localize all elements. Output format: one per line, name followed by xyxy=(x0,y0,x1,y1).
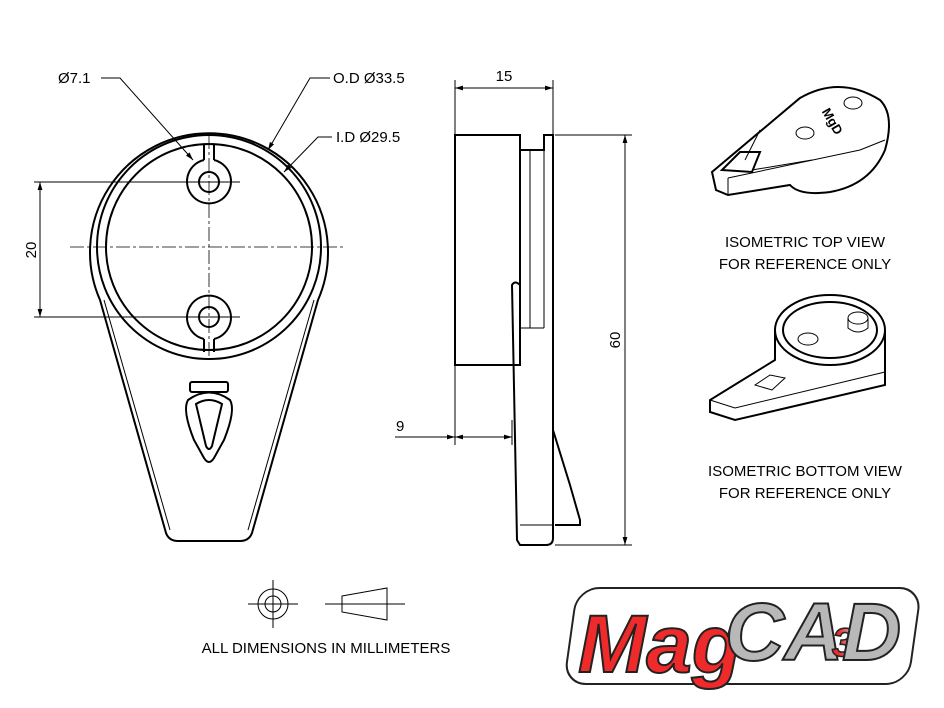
iso-top-label-1: ISOMETRIC TOP VIEW xyxy=(725,234,886,251)
dim-body-depth: 9 xyxy=(396,418,404,435)
projection-symbol: ALL DIMENSIONS IN MILLIMETERS xyxy=(202,580,451,657)
units-note: ALL DIMENSIONS IN MILLIMETERS xyxy=(202,640,451,657)
plate xyxy=(510,134,554,546)
iso-bottom-label-2: FOR REFERENCE ONLY xyxy=(719,485,891,502)
logo-3: 3 xyxy=(832,621,854,665)
dim-hole-spacing: 20 xyxy=(23,242,40,259)
front-view: 20 Ø7.1 O.D Ø33.5 I.D Ø29.5 xyxy=(23,70,405,542)
emboss-text: MgD xyxy=(819,105,846,137)
magcad-logo: Mag CA 3 D xyxy=(565,586,920,691)
dim-total-width: 15 xyxy=(496,68,513,85)
logo-mag: Mag xyxy=(578,599,742,690)
iso-bottom-label-1: ISOMETRIC BOTTOM VIEW xyxy=(708,463,903,480)
side-view: 15 60 9 xyxy=(395,68,632,546)
isometric-top-view: MgD ISOMETRIC TOP VIEW FOR REFERENCE ONL… xyxy=(710,86,891,273)
triangle-hole xyxy=(185,391,233,463)
isometric-bottom-view: ISOMETRIC BOTTOM VIEW FOR REFERENCE ONLY xyxy=(708,294,903,502)
dim-hole-diameter: Ø7.1 xyxy=(58,70,91,87)
slot xyxy=(189,381,229,393)
hanger-outline xyxy=(89,132,329,542)
dim-total-height: 60 xyxy=(607,332,624,349)
dim-outer-diameter: O.D Ø33.5 xyxy=(333,70,405,87)
logo-ca: CA xyxy=(725,587,843,678)
body xyxy=(454,134,521,366)
logo-d: D xyxy=(842,587,901,678)
dim-inner-diameter: I.D Ø29.5 xyxy=(336,129,400,146)
iso-top-label-2: FOR REFERENCE ONLY xyxy=(719,256,891,273)
